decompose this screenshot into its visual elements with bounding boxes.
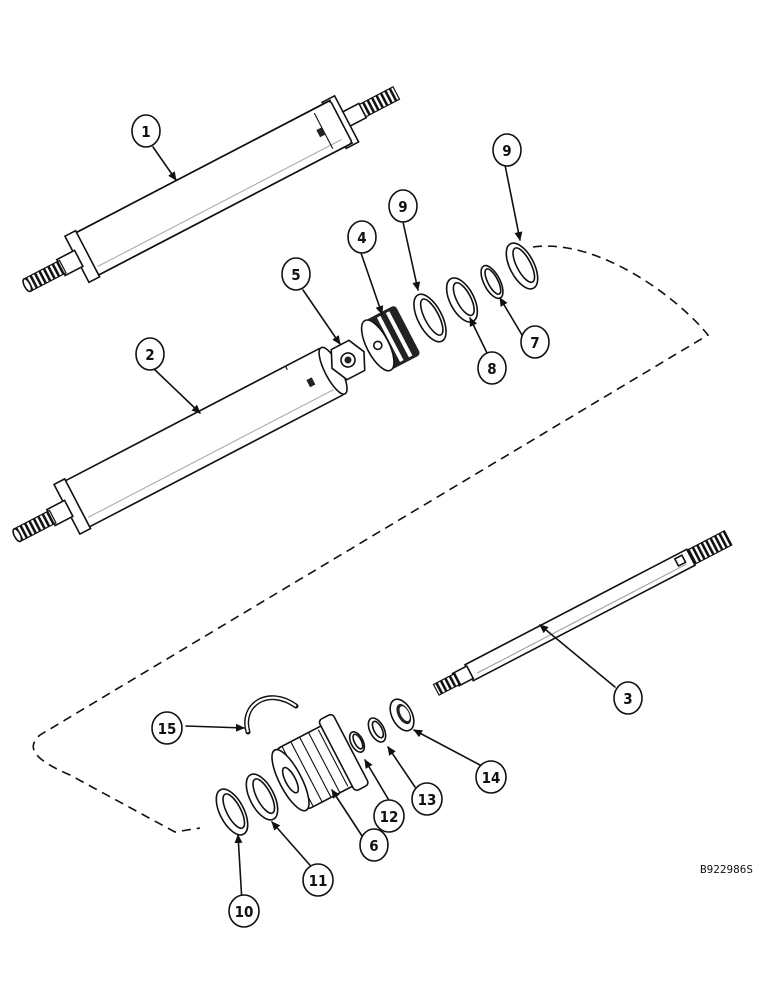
snap-ring xyxy=(244,695,299,735)
leader-lines xyxy=(152,146,616,903)
callout-3: 3 xyxy=(613,681,643,715)
wiper-14 xyxy=(389,698,415,732)
seal-ring-11 xyxy=(245,773,279,821)
callout-11-label: 11 xyxy=(309,872,328,890)
callout-9-left: 9 xyxy=(388,189,418,223)
callout-6: 6 xyxy=(359,828,389,862)
lock-nut xyxy=(330,339,366,381)
callout-7: 7 xyxy=(520,325,550,359)
o-ring-7 xyxy=(480,264,504,300)
callout-8: 8 xyxy=(477,351,507,385)
wear-ring-9b xyxy=(505,242,539,290)
callout-1-label: 1 xyxy=(141,123,150,141)
cylinder-barrel-assembly xyxy=(22,86,401,293)
cylinder-barrel xyxy=(12,346,348,543)
callout-13-label: 13 xyxy=(418,791,437,809)
seal-ring-8 xyxy=(445,277,479,323)
backup-ring-13 xyxy=(367,717,387,743)
callout-12: 12 xyxy=(373,799,405,833)
callout-8-label: 8 xyxy=(487,360,496,378)
callout-6-label: 6 xyxy=(369,837,378,855)
callout-14-label: 14 xyxy=(482,769,501,787)
callout-11: 11 xyxy=(302,863,334,897)
backup-ring-10 xyxy=(215,788,249,836)
piston xyxy=(360,306,420,372)
piston-rod xyxy=(432,529,733,696)
callout-12-label: 12 xyxy=(380,808,399,826)
callout-1: 1 xyxy=(131,114,161,148)
callout-15-label: 15 xyxy=(158,720,177,738)
callout-14: 14 xyxy=(475,760,507,794)
callout-2-label: 2 xyxy=(145,346,154,364)
callout-10: 10 xyxy=(228,894,260,928)
callout-4-label: 4 xyxy=(357,229,366,247)
callout-4: 4 xyxy=(347,220,377,254)
callout-15: 15 xyxy=(151,711,183,745)
o-ring-12 xyxy=(348,731,366,753)
wear-ring-9a xyxy=(413,293,447,343)
drawing-code: B922986S xyxy=(700,863,753,876)
assembly-path-line xyxy=(32,245,710,833)
callout-5: 5 xyxy=(281,257,311,291)
callout-10-label: 10 xyxy=(235,903,254,921)
callout-2: 2 xyxy=(135,337,165,371)
callout-5-label: 5 xyxy=(291,266,300,284)
callout-9-left-label: 9 xyxy=(398,198,407,216)
callout-13: 13 xyxy=(411,782,443,816)
gland xyxy=(271,713,369,812)
callout-9-right: 9 xyxy=(492,133,522,167)
callout-7-label: 7 xyxy=(530,334,539,352)
callout-3-label: 3 xyxy=(623,690,632,708)
callout-9-right-label: 9 xyxy=(502,142,511,160)
